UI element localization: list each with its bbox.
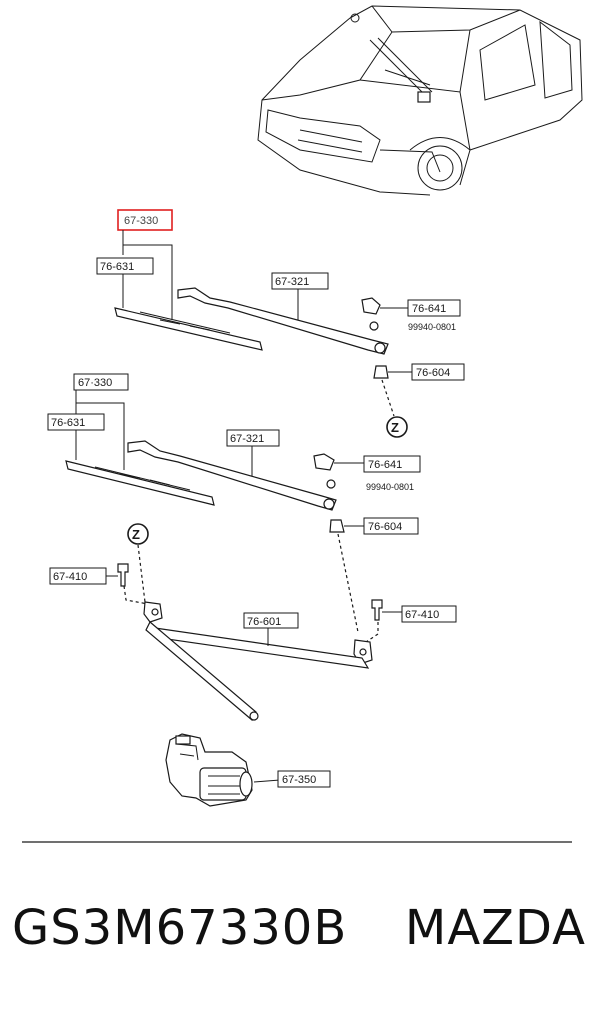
lower-wiper-assembly: 67·330 76-631 67-321 76-641 99940-0801 7… <box>47 373 421 545</box>
left-bolt <box>117 563 129 587</box>
upper-z-reference-mark <box>386 416 408 438</box>
callout-upper-cap[interactable]: 76-641 <box>412 303 446 315</box>
callout-box-highlighted <box>117 209 173 231</box>
callout-linkage[interactable]: 76-601 <box>247 616 281 628</box>
lower-nut <box>326 479 336 489</box>
callout-upper-arm[interactable]: 67-321 <box>275 276 309 288</box>
upper-wiper-assembly: 67-330 76-631 67-321 76-641 99940-0801 7… <box>96 209 465 438</box>
callout-upper-pivot[interactable]: 76-604 <box>416 367 450 379</box>
callout-upper-nut[interactable]: 99940-0801 <box>408 322 456 332</box>
upper-wiper-arm <box>177 287 389 355</box>
upper-nut <box>369 321 379 331</box>
callout-upper-assembly[interactable]: 67-330 <box>124 215 158 227</box>
upper-pivot <box>373 365 389 379</box>
callout-lower-blade[interactable]: 76-631 <box>51 417 85 429</box>
upper-cap <box>361 297 381 315</box>
lower-pivot <box>329 519 345 533</box>
lower-wiper-blade <box>65 460 215 506</box>
callout-right-bolt[interactable]: 67-410 <box>405 609 439 621</box>
part-number-text: GS3M67330B <box>12 900 348 956</box>
vehicle-illustration <box>257 5 583 196</box>
callout-lower-cap[interactable]: 76-641 <box>368 459 402 471</box>
callout-lower-pivot[interactable]: 76-604 <box>368 521 402 533</box>
callout-left-bolt[interactable]: 67-410 <box>53 571 87 583</box>
callout-upper-blade[interactable]: 76-631 <box>100 261 134 273</box>
wiper-linkage-and-motor: 67-410 67-410 76-601 67-350 <box>49 533 457 807</box>
right-bolt <box>371 599 383 621</box>
upper-z-text: Z <box>391 420 399 435</box>
callout-lower-nut[interactable]: 99940-0801 <box>366 482 414 492</box>
callout-lower-arm[interactable]: 67-321 <box>230 433 264 445</box>
lower-z-text: Z <box>132 527 140 542</box>
upper-wiper-blade <box>114 307 263 351</box>
lower-wiper-arm <box>127 440 337 511</box>
callout-motor[interactable]: 67-350 <box>282 774 316 786</box>
callout-lower-assembly[interactable]: 67·330 <box>78 377 112 389</box>
brand-name-text: MAZDA <box>404 900 586 956</box>
lower-cap <box>313 453 335 471</box>
lower-z-reference-mark <box>127 523 149 545</box>
